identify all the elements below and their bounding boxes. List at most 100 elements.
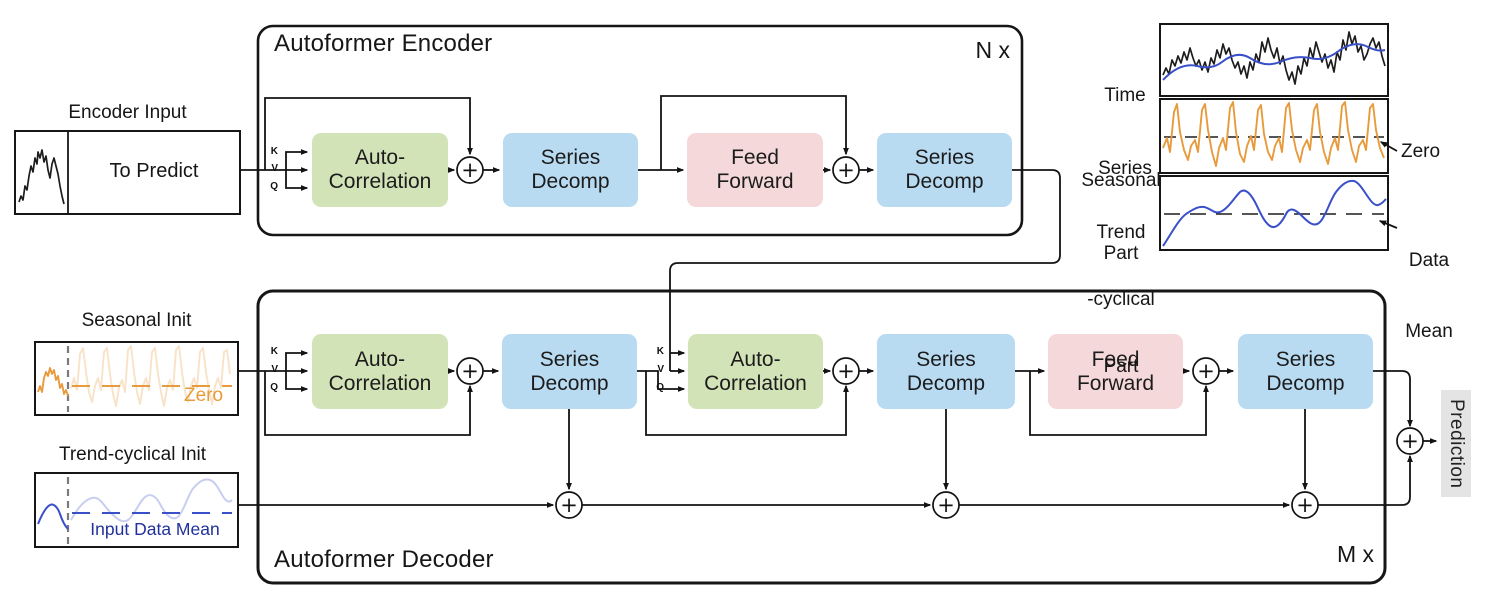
wire-seasonal-output bbox=[1373, 370, 1413, 428]
block-label-line: Correlation bbox=[328, 170, 432, 193]
seasonal-part-label: Seasonal Part bbox=[1064, 120, 1178, 315]
encoder-input-box bbox=[14, 130, 241, 215]
seasonal-init-zero-label: Zero bbox=[184, 385, 224, 406]
encoder-repeat-label: N x bbox=[975, 37, 1011, 63]
time-series-label: Time Series bbox=[1072, 35, 1178, 230]
block-label-line: Auto- bbox=[730, 347, 781, 371]
wire-encoder-input-k bbox=[285, 149, 309, 170]
block-label-line: Series bbox=[1275, 347, 1336, 371]
block-feed-forward: Feed Forward bbox=[1048, 334, 1183, 409]
block-label-line: Forward bbox=[716, 170, 794, 193]
label-line: Data bbox=[1408, 249, 1450, 271]
sum-node bbox=[456, 156, 484, 184]
encoder-to-decoder-wires bbox=[669, 169, 1061, 374]
block-label-line: Series bbox=[914, 146, 975, 170]
zero-annotation: Zero bbox=[1401, 141, 1441, 162]
encoder-title: Autoformer Encoder bbox=[274, 30, 493, 57]
wire-decoder-residual-1 bbox=[264, 371, 473, 436]
trend-part-plot-box bbox=[1159, 175, 1389, 251]
q-label: Q bbox=[270, 382, 278, 393]
k-label: K bbox=[270, 146, 278, 157]
block-series-decomp: Series Decomp bbox=[877, 334, 1015, 409]
block-label-line: Forward bbox=[1076, 371, 1155, 395]
block-series-decomp: Series Decomp bbox=[877, 133, 1012, 207]
plus-sign: + bbox=[837, 359, 855, 383]
wire-decoder-residual-3 bbox=[1029, 371, 1209, 436]
wire-seasonal-init-k bbox=[285, 350, 309, 371]
block-label-line: Correlation bbox=[704, 371, 807, 395]
wire-trend-output bbox=[1318, 454, 1413, 506]
trend-init-mean-label: Input Data Mean bbox=[90, 519, 220, 539]
sum-node bbox=[832, 156, 860, 184]
plus-sign: + bbox=[560, 493, 578, 517]
block-auto-correlation: Auto- Correlation bbox=[688, 334, 823, 409]
block-series-decomp: Series Decomp bbox=[502, 334, 637, 409]
trend-part-curve bbox=[1162, 179, 1387, 247]
sum-node-final bbox=[1396, 427, 1424, 455]
block-label-line: Series bbox=[540, 146, 601, 170]
plus-sign: + bbox=[937, 493, 955, 517]
wire-encoder-residual-1 bbox=[264, 97, 473, 170]
decoder-repeat-label: M x bbox=[1336, 541, 1374, 567]
block-label-line: Correlation bbox=[328, 371, 432, 395]
encoder-box bbox=[256, 24, 1024, 237]
time-series-trend-curve bbox=[1162, 43, 1386, 81]
label-line: -cyclical bbox=[1087, 289, 1155, 311]
legend-plots bbox=[1159, 23, 1398, 251]
label-line: Mean bbox=[1405, 320, 1453, 342]
block-auto-correlation: Auto- Correlation bbox=[312, 334, 448, 409]
plus-sign: + bbox=[461, 359, 479, 383]
wire-encoder-residual-2 bbox=[660, 95, 849, 170]
block-auto-correlation: Auto- Correlation bbox=[312, 133, 448, 207]
plus-sign: + bbox=[1296, 493, 1314, 517]
block-label-line: Feed bbox=[1091, 347, 1140, 371]
encoder-input-value: To Predict bbox=[109, 160, 199, 182]
encoder-wires bbox=[240, 95, 875, 191]
trend-init-faded-curve bbox=[70, 478, 233, 523]
plus-sign: + bbox=[1197, 359, 1215, 383]
sum-nodes: + + + + + + + + + bbox=[456, 156, 1424, 519]
v-label: V bbox=[271, 364, 278, 375]
wire-encoder-input-q bbox=[285, 170, 309, 191]
block-series-decomp: Series Decomp bbox=[1238, 334, 1373, 409]
k-label: K bbox=[656, 346, 664, 357]
zero-annotation-arrow bbox=[1379, 141, 1398, 152]
block-label-line: Decomp bbox=[905, 170, 984, 193]
label-line: Trend bbox=[1096, 222, 1146, 244]
trend-init-label: Trend-cyclical Init bbox=[58, 444, 207, 465]
k-label: K bbox=[270, 346, 278, 357]
sum-node bbox=[832, 357, 860, 385]
seasonal-init-observed-curve bbox=[37, 367, 69, 397]
plus-sign: + bbox=[1401, 429, 1419, 453]
sum-node bbox=[555, 491, 583, 519]
label-line: Part bbox=[1103, 242, 1139, 264]
block-label-line: Decomp bbox=[1266, 371, 1345, 395]
trend-path-wires bbox=[238, 409, 1438, 508]
seasonal-part-curve bbox=[1162, 101, 1385, 167]
label-line: Time bbox=[1104, 84, 1146, 106]
plus-sign: + bbox=[461, 158, 479, 182]
time-series-raw-curve bbox=[1162, 31, 1386, 85]
label-line: Part bbox=[1103, 355, 1139, 377]
block-label-line: Series bbox=[539, 347, 600, 371]
v-label: V bbox=[271, 163, 278, 174]
decoder-title: Autoformer Decoder bbox=[274, 546, 494, 573]
block-label-line: Auto- bbox=[354, 347, 406, 371]
block-label-line: Decomp bbox=[906, 371, 986, 395]
time-series-plot-box bbox=[1159, 23, 1389, 97]
seasonal-init-box bbox=[34, 341, 239, 416]
encoder-input-label: Encoder Input bbox=[68, 102, 187, 123]
plus-sign: + bbox=[837, 158, 855, 182]
v-label: V bbox=[657, 364, 664, 375]
data-mean-annotation-arrow bbox=[1378, 220, 1398, 229]
q-label: Q bbox=[270, 181, 278, 192]
label-line: Seasonal bbox=[1081, 169, 1161, 191]
block-label-line: Decomp bbox=[531, 170, 610, 193]
trend-part-label: Trend -cyclical Part bbox=[1064, 178, 1178, 422]
data-mean-annotation: Data Mean bbox=[1398, 201, 1460, 391]
prediction-output: Prediction bbox=[1441, 390, 1471, 497]
wire-decoder-residual-2 bbox=[645, 371, 849, 436]
seasonal-part-plot-box bbox=[1159, 98, 1389, 174]
block-feed-forward: Feed Forward bbox=[687, 133, 823, 207]
